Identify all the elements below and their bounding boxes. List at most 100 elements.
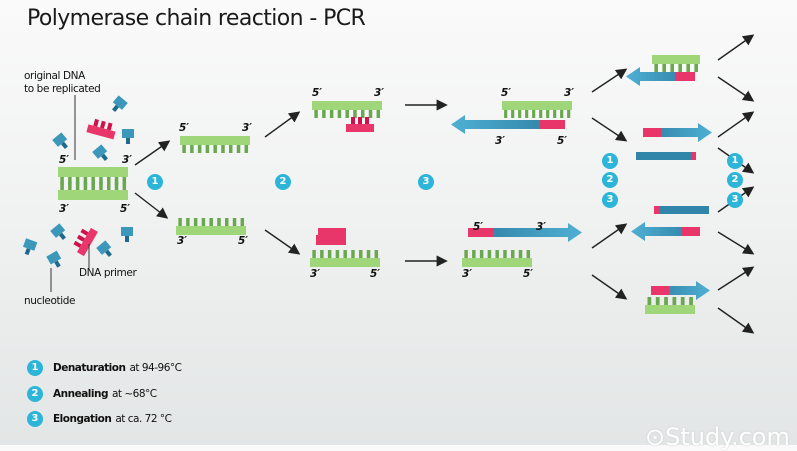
step-badge-3: 3 <box>418 174 434 190</box>
end-label-5: 5′ <box>120 203 131 215</box>
nucleotide-icon <box>96 240 112 257</box>
legend-item-annealing: 2 Annealing at ~68°C <box>27 386 157 402</box>
single-strand-base <box>359 250 363 258</box>
single-strand-base <box>209 218 213 226</box>
template-strand-base <box>662 64 666 72</box>
page-title: Polymerase chain reaction - PCR <box>27 6 366 31</box>
step-badge-2: 2 <box>602 172 618 188</box>
arrow <box>717 34 755 61</box>
watermark-text: Study.com <box>665 423 790 451</box>
play-icon: ⊙ <box>645 423 666 451</box>
primer-bar <box>468 228 493 237</box>
new-strand <box>654 206 709 214</box>
watermark-logo: ⊙Study.com <box>645 423 790 451</box>
primer-bar <box>675 72 695 81</box>
primer-bar <box>682 227 700 236</box>
template-strand-base <box>479 250 484 258</box>
primer-icon <box>86 118 116 140</box>
template-strand-base <box>678 64 682 72</box>
end-label-5: 5′ <box>473 221 484 233</box>
arrow <box>264 229 301 255</box>
template-strand-base <box>647 297 652 305</box>
template-strand-bottom-base <box>114 182 119 190</box>
primer-bar <box>651 286 669 295</box>
single-strand-base <box>190 145 194 153</box>
template-strand-top-base <box>60 177 64 185</box>
step-badge-3: 3 <box>602 192 618 208</box>
single-strand-base <box>329 110 334 118</box>
end-label-3: 3′ <box>536 221 547 233</box>
template-strand-base <box>567 110 571 118</box>
single-strand-base <box>312 250 316 258</box>
end-label-3: 3′ <box>177 235 188 247</box>
template-strand-base <box>664 297 668 305</box>
nucleotide-icon <box>52 132 68 149</box>
template-strand <box>652 55 700 64</box>
template-strand-bottom <box>58 190 128 200</box>
end-label-5: 5′ <box>312 87 323 99</box>
single-strand-base <box>229 145 233 153</box>
end-label-5: 5′ <box>238 235 249 247</box>
end-label-3: 3′ <box>122 154 133 166</box>
template-strand-base <box>654 64 658 72</box>
template-strand-base <box>511 110 515 118</box>
template-strand-base <box>495 250 499 258</box>
end-label-5: 5′ <box>523 268 534 280</box>
primer-bar <box>316 235 346 245</box>
single-strand-base <box>368 110 373 118</box>
step-badge-2: 2 <box>27 386 43 402</box>
legend-item-denaturation: 1 Denaturation at 94-96°C <box>27 360 182 376</box>
end-label-5: 5′ <box>557 135 568 147</box>
step-name: Annealing <box>53 388 108 400</box>
template-strand <box>645 305 695 314</box>
step-badge-3: 3 <box>27 411 43 427</box>
template-strand-bottom-base <box>75 182 80 190</box>
step-badge-1: 1 <box>602 153 618 169</box>
single-strand-base <box>320 250 324 258</box>
end-label-3: 3′ <box>310 268 321 280</box>
single-strand-base <box>240 218 245 226</box>
arrow <box>717 76 755 102</box>
end-label-3: 3′ <box>59 203 70 215</box>
single-strand-base <box>314 110 318 118</box>
step-badge-1: 1 <box>147 174 163 190</box>
nucleotide-icon <box>121 227 133 242</box>
arrow <box>591 274 628 300</box>
new-strand-arrow <box>651 281 710 300</box>
nucleotide-icon <box>112 95 128 112</box>
end-label-5: 5′ <box>179 122 190 134</box>
step-condition: at 94-96°C <box>129 362 182 374</box>
single-strand-base <box>353 110 357 118</box>
template-strand-bottom-base <box>107 182 111 190</box>
step-badge-2: 2 <box>275 174 291 190</box>
single-strand-base <box>217 218 221 226</box>
template-strand-base <box>503 250 507 258</box>
single-strand-base <box>236 145 241 153</box>
new-strand-arrow <box>626 67 695 86</box>
single-strand-base <box>343 250 347 258</box>
template-strand-base <box>464 250 468 258</box>
end-label-3: 3′ <box>462 268 473 280</box>
single-strand-base <box>376 110 381 118</box>
single-strand-base <box>197 145 202 153</box>
template-strand-base <box>655 297 660 305</box>
template-strand-base <box>670 64 674 72</box>
template-strand-base <box>518 250 523 258</box>
arrow <box>717 307 755 334</box>
template-strand-top-base <box>83 177 88 185</box>
legend-item-elongation: 3 Elongation at ca. 72 °C <box>27 411 172 427</box>
single-strand-base <box>337 110 342 118</box>
template-strand-base <box>487 250 492 258</box>
template-strand-base <box>511 250 515 258</box>
step-badge-1: 1 <box>727 153 743 169</box>
template-strand-base <box>525 110 529 118</box>
end-label-3: 3′ <box>242 122 253 134</box>
single-strand <box>180 136 250 145</box>
arrow <box>717 231 755 255</box>
arrow <box>134 192 169 219</box>
single-strand-base <box>225 218 229 226</box>
single-strand-base <box>201 218 206 226</box>
nucleotide-icon <box>50 223 66 240</box>
template-strand-bottom-base <box>122 182 127 190</box>
